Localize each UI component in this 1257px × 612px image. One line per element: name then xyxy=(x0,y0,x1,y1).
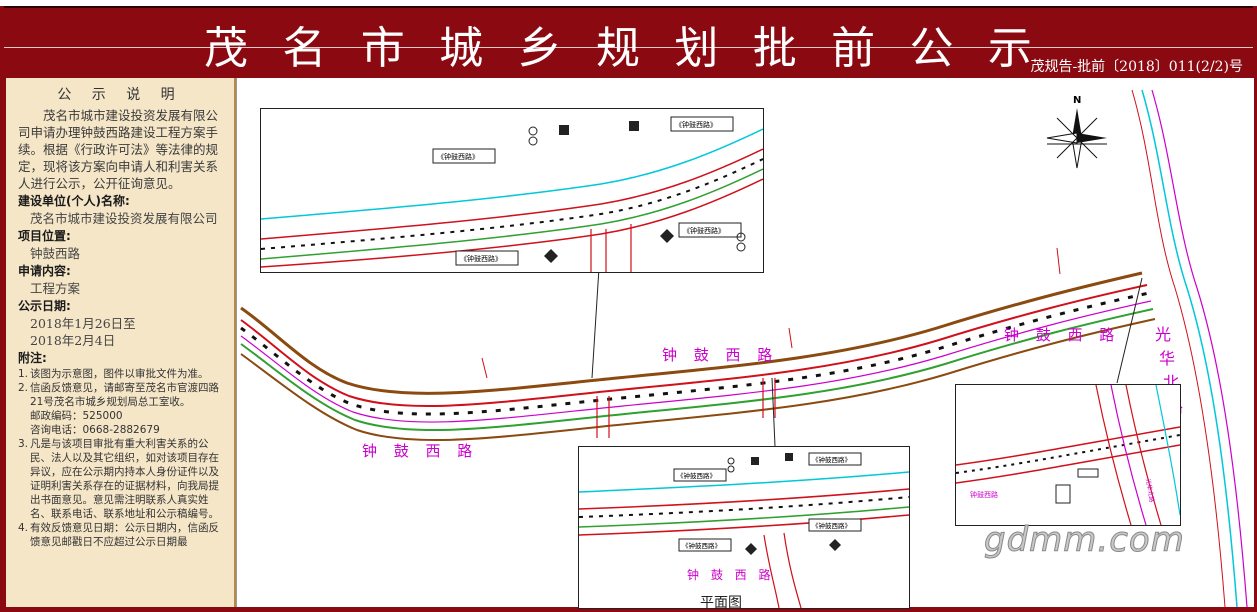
zhonggu-road-green xyxy=(240,308,1154,432)
note-item: 3.凡是与该项目审批有重大利害关系的公民、法人以及其它组织，如对该项目存在异议，… xyxy=(18,438,219,520)
notice-intro: 茂名市城市建设投资发展有限公司申请办理钟鼓西路建设工程方案手续。根据《行政许可法… xyxy=(18,108,219,191)
svg-text:钟 鼓 西 路: 钟 鼓 西 路 xyxy=(687,567,774,582)
applicant-label: 建设单位(个人)名称: xyxy=(18,194,130,208)
notice-sidebar: 公 示 说 明 茂名市城市建设投资发展有限公司申请办理钟鼓西路建设工程方案手续。… xyxy=(6,78,236,607)
note-item: 1.该图为示意图，图件以审批文件为准。 xyxy=(18,368,209,380)
note-item: 4.有效反馈意见日期：公示日期内，信函反馈意见邮戳日不应超过公示日期最 xyxy=(18,522,219,548)
content-value: 工程方案 xyxy=(30,281,81,296)
road-label: 钟 鼓 西 路 xyxy=(662,346,778,364)
svg-text:《钟鼓西路》: 《钟鼓西路》 xyxy=(675,120,717,129)
zhonggu-road-red xyxy=(240,284,1148,408)
zhonggu-road-outer xyxy=(240,271,1143,395)
date-label: 公示日期: xyxy=(18,299,71,313)
road-label-vertical: 光 xyxy=(1155,325,1171,344)
title-char: 示 xyxy=(987,23,1034,74)
title-char: 茂 xyxy=(204,23,250,74)
inset-detail-3: 钟鼓西路 光华北路 xyxy=(955,384,1181,526)
title-char: 乡 xyxy=(517,23,564,74)
zhonggu-road-outer xyxy=(240,318,1156,442)
inset-detail-1: 《钟鼓西路》 《钟鼓西路》 《钟鼓西路》 《钟鼓西路》 xyxy=(260,108,764,273)
location-value: 钟鼓西路 xyxy=(30,246,81,261)
svg-text:《钟鼓西路》: 《钟鼓西路》 xyxy=(812,521,851,530)
north-letter: N xyxy=(1073,95,1081,106)
top-frame xyxy=(0,0,1257,6)
svg-text:钟鼓西路: 钟鼓西路 xyxy=(970,490,998,499)
notes-label: 附注: xyxy=(18,351,47,365)
guanghua-road-edge xyxy=(1141,89,1238,607)
inset-drawing: 钟鼓西路 光华北路 xyxy=(956,385,1180,525)
leader-line xyxy=(1116,277,1143,384)
date-start-value: 2018年1月26日至 xyxy=(30,316,136,331)
road-label: 钟 鼓 西 路 xyxy=(1004,326,1120,344)
svg-text:《钟鼓西路》: 《钟鼓西路》 xyxy=(682,541,721,550)
svg-text:光华北路: 光华北路 xyxy=(1144,478,1156,503)
guanghua-road-centerline xyxy=(1151,89,1248,607)
header-divider xyxy=(4,47,1253,48)
inset-drawing: 《钟鼓西路》 《钟鼓西路》 《钟鼓西路》 《钟鼓西路》 xyxy=(261,116,763,272)
marker-flag xyxy=(481,247,1061,379)
svg-text:《钟鼓西路》: 《钟鼓西路》 xyxy=(683,226,725,235)
title-char: 公 xyxy=(909,23,956,74)
title-char: 前 xyxy=(831,23,878,74)
note-item: 邮政编码：525000 xyxy=(30,410,123,422)
svg-text:《钟鼓西路》: 《钟鼓西路》 xyxy=(677,471,716,480)
zhonggu-road-centerline xyxy=(240,300,1152,423)
svg-text:《钟鼓西路》: 《钟鼓西路》 xyxy=(812,455,851,464)
side-road xyxy=(596,396,610,438)
north-arrow-icon xyxy=(1046,108,1107,169)
site-plan: N 钟 鼓 西 路 钟 鼓 西 路 钟 鼓 西 路 光 华 北 路 《钟鼓西路》… xyxy=(236,78,1254,609)
plan-caption: 平面图 xyxy=(700,595,742,611)
title-char: 城 xyxy=(439,23,486,74)
date-end-value: 2018年2月4日 xyxy=(30,333,116,348)
road-label: 钟 鼓 西 路 xyxy=(362,442,478,460)
title-char: 名 xyxy=(282,23,329,74)
title-char: 市 xyxy=(360,23,407,74)
location-label: 项目位置: xyxy=(18,229,71,243)
title-char: 规 xyxy=(595,23,642,74)
inset-detail-2: 《钟鼓西路》 《钟鼓西路》 《钟鼓西路》 《钟鼓西路》 钟 鼓 西 路 xyxy=(578,446,910,609)
svg-text:《钟鼓西路》: 《钟鼓西路》 xyxy=(460,254,502,263)
leader-line xyxy=(591,267,600,379)
notice-title: 公 示 说 明 xyxy=(57,87,183,103)
road-plan-drawing: N 钟 鼓 西 路 钟 鼓 西 路 钟 鼓 西 路 光 华 北 路 xyxy=(240,89,1248,607)
side-road xyxy=(762,378,776,418)
inset-drawing: 《钟鼓西路》 《钟鼓西路》 《钟鼓西路》 《钟鼓西路》 钟 鼓 西 路 xyxy=(579,452,909,608)
title-char: 批 xyxy=(752,23,799,74)
content-label: 申请内容: xyxy=(18,264,71,278)
road-label-vertical: 华 xyxy=(1159,349,1175,368)
guanghua-road-edge xyxy=(1131,89,1226,607)
leader-line xyxy=(771,377,776,447)
svg-text:《钟鼓西路》: 《钟鼓西路》 xyxy=(437,152,479,161)
title-char: 划 xyxy=(674,23,721,74)
header-banner: 茂 名 市 城 乡 规 划 批 前 公 示 茂规告-批前〔2018〕011(2/… xyxy=(4,6,1253,78)
note-item: 咨询电话：0668-2882679 xyxy=(30,424,160,436)
page-title: 茂 名 市 城 乡 规 划 批 前 公 示 xyxy=(204,12,1034,76)
watermark: gdmm.com xyxy=(984,520,1185,561)
applicant-value: 茂名市城市建设投资发展有限公司 xyxy=(30,211,218,226)
note-item: 2.信函反馈意见，请邮寄至茂名市官渡四路21号茂名市城乡规划局总工室收。 xyxy=(18,382,219,408)
document-number: 茂规告-批前〔2018〕011(2/2)号 xyxy=(1030,59,1243,75)
notes-list: 1.该图为示意图，图件以审批文件为准。 2.信函反馈意见，请邮寄至茂名市官渡四路… xyxy=(6,367,234,549)
